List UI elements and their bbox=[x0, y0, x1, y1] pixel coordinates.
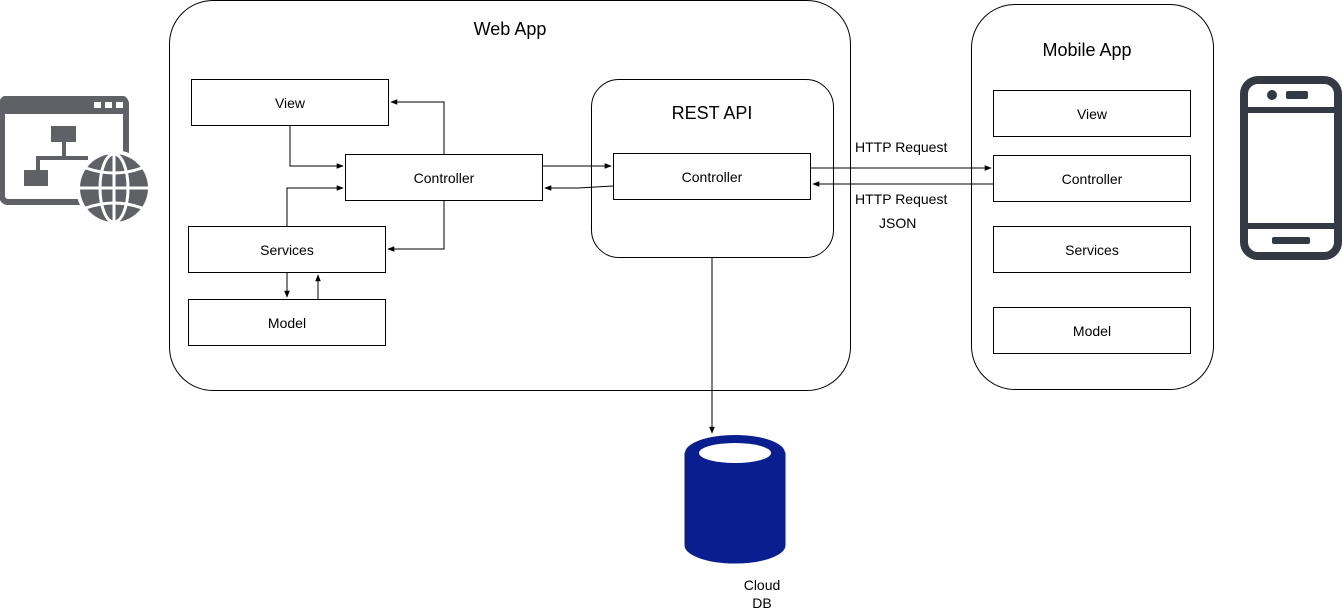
web-view-box[interactable]: View bbox=[191, 79, 389, 126]
web-services-label: Services bbox=[260, 241, 314, 258]
rest-controller-box[interactable]: Controller bbox=[613, 153, 811, 200]
mobile-controller-box[interactable]: Controller bbox=[993, 155, 1191, 202]
smartphone-icon bbox=[1240, 76, 1342, 260]
mobile-app-title: Mobile App bbox=[1042, 40, 1132, 60]
rest-controller-label: Controller bbox=[681, 168, 743, 185]
web-controller-label: Controller bbox=[413, 169, 475, 186]
web-app-title: Web App bbox=[473, 19, 547, 39]
mobile-view-label: View bbox=[1076, 105, 1108, 122]
mobile-model-box[interactable]: Model bbox=[993, 307, 1191, 354]
mobile-services-box[interactable]: Services bbox=[993, 226, 1191, 273]
web-services-box[interactable]: Services bbox=[188, 226, 386, 273]
mobile-controller-label: Controller bbox=[1061, 170, 1123, 187]
web-view-label: View bbox=[274, 94, 306, 111]
rest-api-title: REST API bbox=[671, 103, 753, 123]
web-controller-box[interactable]: Controller bbox=[345, 154, 543, 201]
cloud-db-label: Cloud DB bbox=[743, 577, 781, 611]
web-model-box[interactable]: Model bbox=[188, 299, 386, 346]
json-label: JSON bbox=[879, 215, 917, 231]
cloud-db-icon bbox=[684, 435, 786, 564]
mobile-model-label: Model bbox=[1072, 322, 1112, 339]
mobile-services-label: Services bbox=[1065, 241, 1119, 258]
web-model-label: Model bbox=[267, 314, 307, 331]
http-request-top-label: HTTP Request bbox=[855, 139, 948, 155]
http-request-bottom-label: HTTP Request bbox=[855, 191, 948, 207]
mobile-view-box[interactable]: View bbox=[993, 90, 1191, 137]
website-sitemap-globe-icon bbox=[0, 96, 152, 226]
